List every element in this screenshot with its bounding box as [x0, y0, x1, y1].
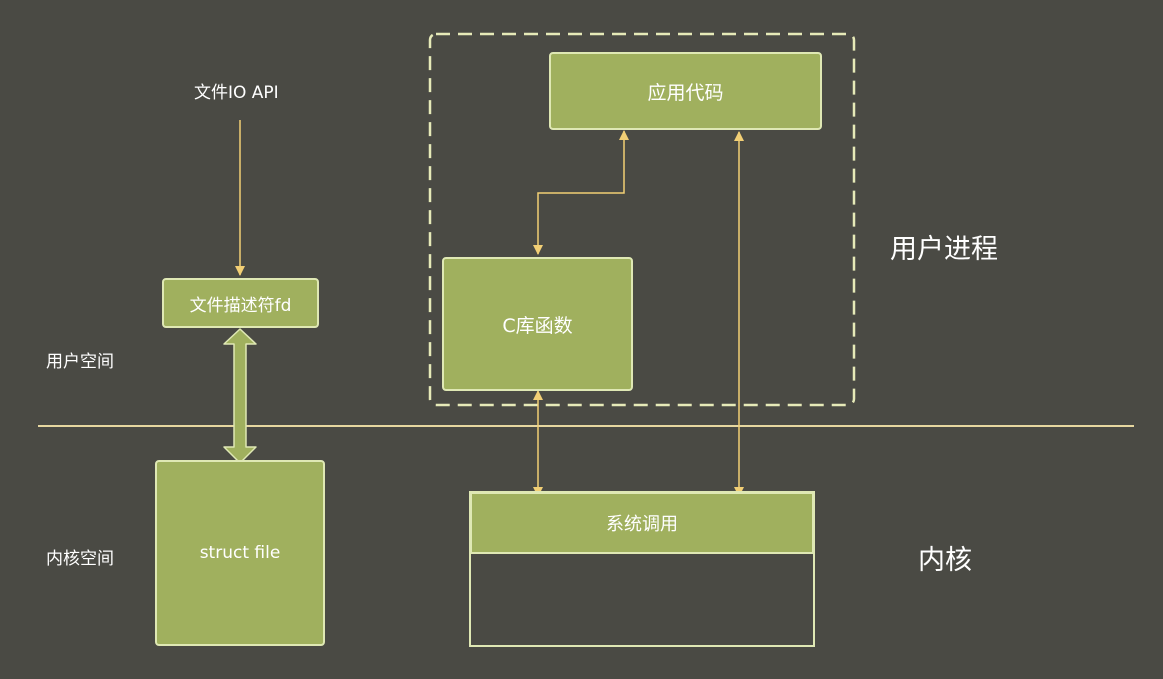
arrow-clib-appcode: [533, 130, 629, 255]
file-io-api-label: 文件IO API: [194, 83, 279, 103]
user-process-boundary: [428, 32, 856, 407]
arrow-fd-struct-file: [223, 328, 257, 464]
struct-file-box: struct file: [155, 460, 325, 646]
user-process-label: 用户进程: [890, 234, 998, 265]
c-library-box: C库函数: [442, 257, 633, 391]
user-space-label: 用户空间: [46, 352, 114, 372]
syscall-box: 系统调用: [470, 492, 814, 554]
file-descriptor-box: 文件描述符fd: [162, 278, 319, 328]
kernel-space-label: 内核空间: [46, 549, 114, 569]
app-code-box: 应用代码: [549, 52, 822, 130]
kernel-label: 内核: [918, 545, 972, 576]
